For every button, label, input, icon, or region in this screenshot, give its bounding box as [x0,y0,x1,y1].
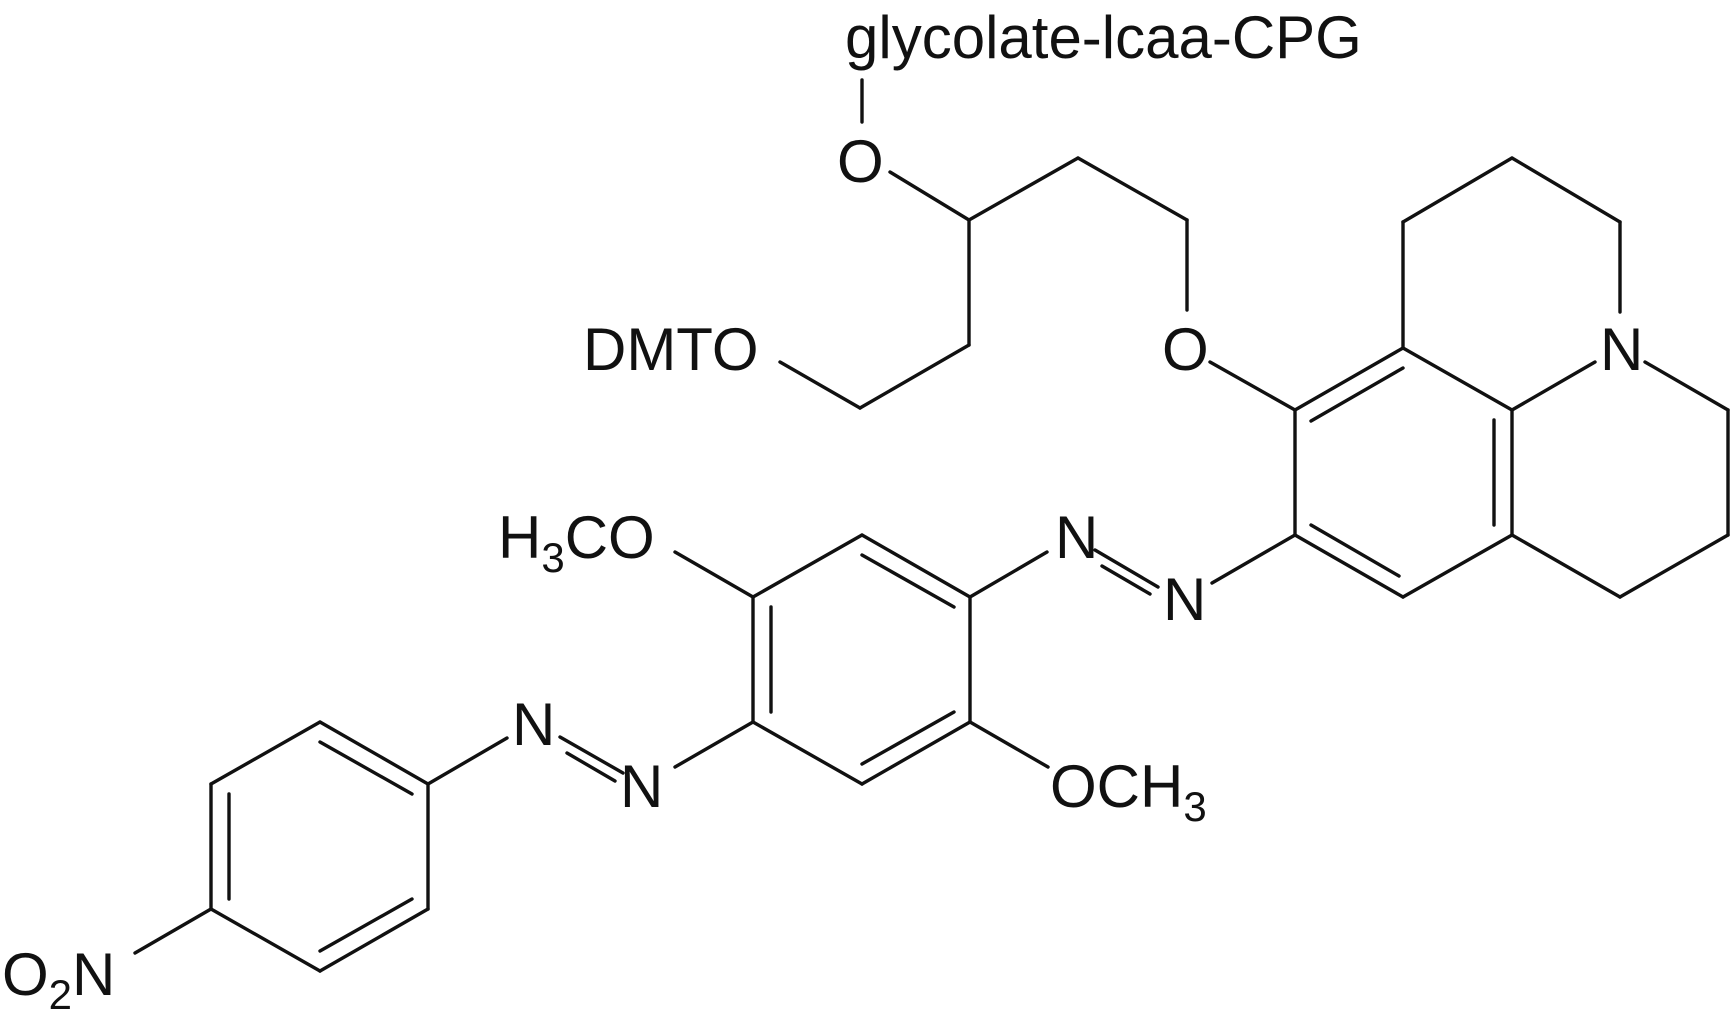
bond-jul-3 [1510,156,1622,224]
bond-ring-b2 [751,533,864,599]
methoxy-right-label: OCH3 [1050,753,1207,830]
bond-ring-a2 [1401,346,1514,412]
bond-ring-b1 [860,533,972,599]
dmt-ether-label: DMTO [583,316,759,383]
bond-methoxy-right [968,720,1050,769]
bond-ring-c5 [318,907,430,973]
bond-c4-c5 [858,343,971,410]
methoxy-right-main: OCH [1050,753,1183,820]
bond-azo-upper-ring [968,550,1049,599]
azo-lower-n2: N [620,753,663,820]
bond-ring-b5 [860,720,972,786]
methoxy-left-h: H [498,504,541,571]
bond-c2-c3 [1076,156,1189,222]
methoxy-left-label: H3CO [498,504,655,581]
atom-labels: glycolate-lcaa-CPG O DMTO O N H3CO N N N… [2,4,1643,1018]
bond-aryl-azo-upper [1210,533,1297,585]
bonds [133,78,1730,973]
bond-azo-upper-nn [1093,548,1160,589]
bond-o-c1 [888,170,971,222]
support-label: glycolate-lcaa-CPG [845,4,1362,71]
bond-azo-lower-nn [558,735,625,775]
ether-oxygen-right: O [1162,316,1209,383]
methoxy-right-sub: 3 [1183,783,1206,830]
bond-jul-5 [1643,360,1730,412]
bond-ring-b4 [751,720,864,786]
bond-jul-7 [1618,533,1730,599]
azo-upper-n2: N [1163,566,1206,633]
bond-ring-b1-inner [860,553,956,609]
bond-ring-a5 [1293,533,1405,599]
bond-jul-n-ring [1510,360,1597,412]
ether-oxygen-top: O [837,128,884,195]
bond-ring-b5-inner [860,710,956,766]
bond-ring-c1 [318,720,430,786]
bond-ring-a4 [1401,533,1514,599]
bond-ring-c1-inner [318,740,414,796]
bond-azo-lower-aryl [426,736,509,786]
azo-upper-n1: N [1055,504,1098,571]
nitro-label: O2N [2,941,115,1018]
methoxy-left-tail: CO [565,504,655,571]
bond-ring-a1 [1293,346,1405,412]
bond-jul-8 [1510,533,1622,599]
bond-nitro [133,907,213,955]
bond-ring-azo-lower [673,720,755,769]
bond-o-aryl [1208,360,1297,412]
azo-lower-n1: N [512,691,555,758]
nitro-n: N [72,941,115,1008]
nitro-o: O [2,941,49,1008]
bond-azo-upper-nn-inner [1100,564,1152,596]
bond-ring-c5-inner [318,897,414,953]
bond-ring-a1-inner [1309,366,1405,423]
bond-ring-a5-inner [1309,523,1401,578]
julolidine-nitrogen: N [1600,316,1643,383]
bond-ring-c2 [209,720,322,786]
bond-c1-c2 [967,156,1080,222]
bond-ring-c4 [209,907,322,973]
bond-c5-o-dmt [778,360,862,410]
bond-azo-lower-nn-inner [565,751,617,783]
bond-methoxy-left [673,550,755,599]
bond-jul-2 [1401,156,1514,224]
methoxy-left-sub: 3 [541,534,564,581]
nitro-sub: 2 [49,971,72,1018]
